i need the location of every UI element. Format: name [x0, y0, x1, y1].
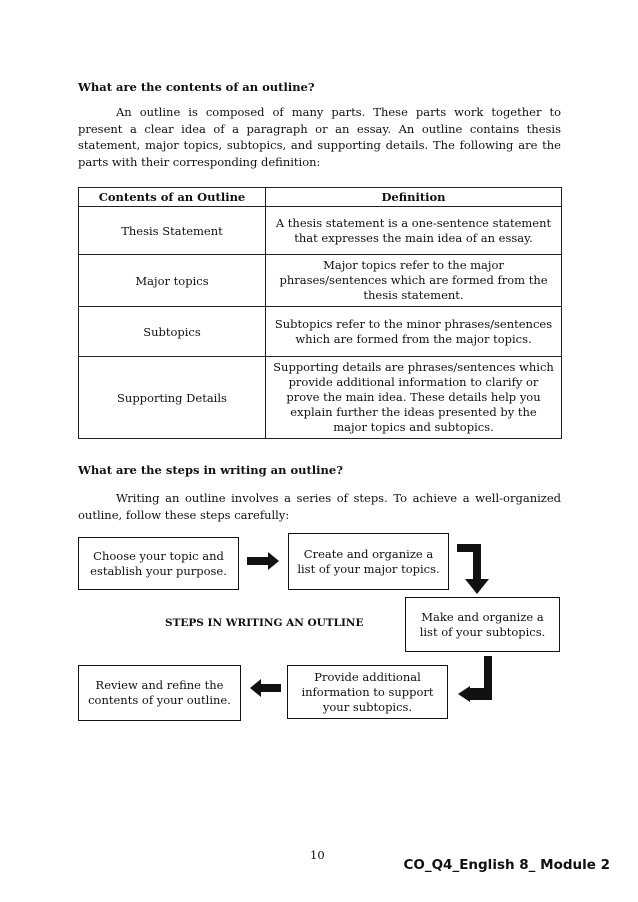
column-header-contents: Contents of an Outline [78, 187, 266, 207]
step-text: Provide additional information to suppor… [301, 669, 434, 714]
table-cell-term: Major topics [78, 254, 266, 307]
section-heading-steps: What are the steps in writing an outline… [78, 463, 343, 477]
table-cell-definition: Major topics refer to the major phrases/… [265, 254, 562, 307]
step-box-provide-information: Provide additional information to suppor… [287, 665, 448, 719]
table-cell-term: Thesis Statement [78, 206, 266, 255]
table-cell-term: Supporting Details [78, 356, 266, 439]
table-cell-term: Subtopics [78, 306, 266, 357]
arrow-right-icon [247, 552, 279, 570]
steps-paragraph: Writing an outline involves a series of … [78, 491, 561, 522]
section-heading-contents: What are the contents of an outline? [78, 80, 315, 94]
bent-arrow-down-icon [457, 544, 489, 594]
table-cell-definition: A thesis statement is a one-sentence sta… [265, 206, 562, 255]
table-cell-definition: Subtopics refer to the minor phrases/sen… [265, 306, 562, 357]
arrow-left-icon [250, 679, 281, 697]
column-header-definition: Definition [265, 187, 562, 207]
intro-paragraph: An outline is composed of many parts. Th… [78, 105, 561, 169]
step-box-review-refine: Review and refine the contents of your o… [78, 665, 241, 721]
step-text: Create and organize a list of your major… [297, 546, 440, 576]
table-row: Major topics Major topics refer to the m… [78, 254, 562, 307]
table-row: Thesis Statement A thesis statement is a… [78, 206, 562, 255]
step-text: Make and organize a list of your subtopi… [419, 609, 546, 639]
step-box-choose-topic: Choose your topic and establish your pur… [78, 537, 239, 590]
outline-contents-table: Contents of an Outline Definition Thesis… [78, 187, 562, 439]
table-cell-definition: Supporting details are phrases/sentences… [265, 356, 562, 439]
step-text: Review and refine the contents of your o… [88, 678, 231, 707]
table-row: Supporting Details Supporting details ar… [78, 356, 562, 439]
diagram-title: STEPS IN WRITING AN OUTLINE [165, 617, 364, 629]
table-row: Subtopics Subtopics refer to the minor p… [78, 306, 562, 357]
step-text: Choose your topic and establish your pur… [90, 548, 227, 578]
bent-arrow-left-icon [458, 656, 492, 702]
page-number: 10 [310, 848, 325, 862]
module-code: CO_Q4_English 8_ Module 2 [403, 857, 610, 873]
step-box-organize-subtopics: Make and organize a list of your subtopi… [405, 597, 560, 652]
step-box-create-major-topics: Create and organize a list of your major… [288, 533, 449, 590]
table-header-row: Contents of an Outline Definition [78, 187, 562, 207]
